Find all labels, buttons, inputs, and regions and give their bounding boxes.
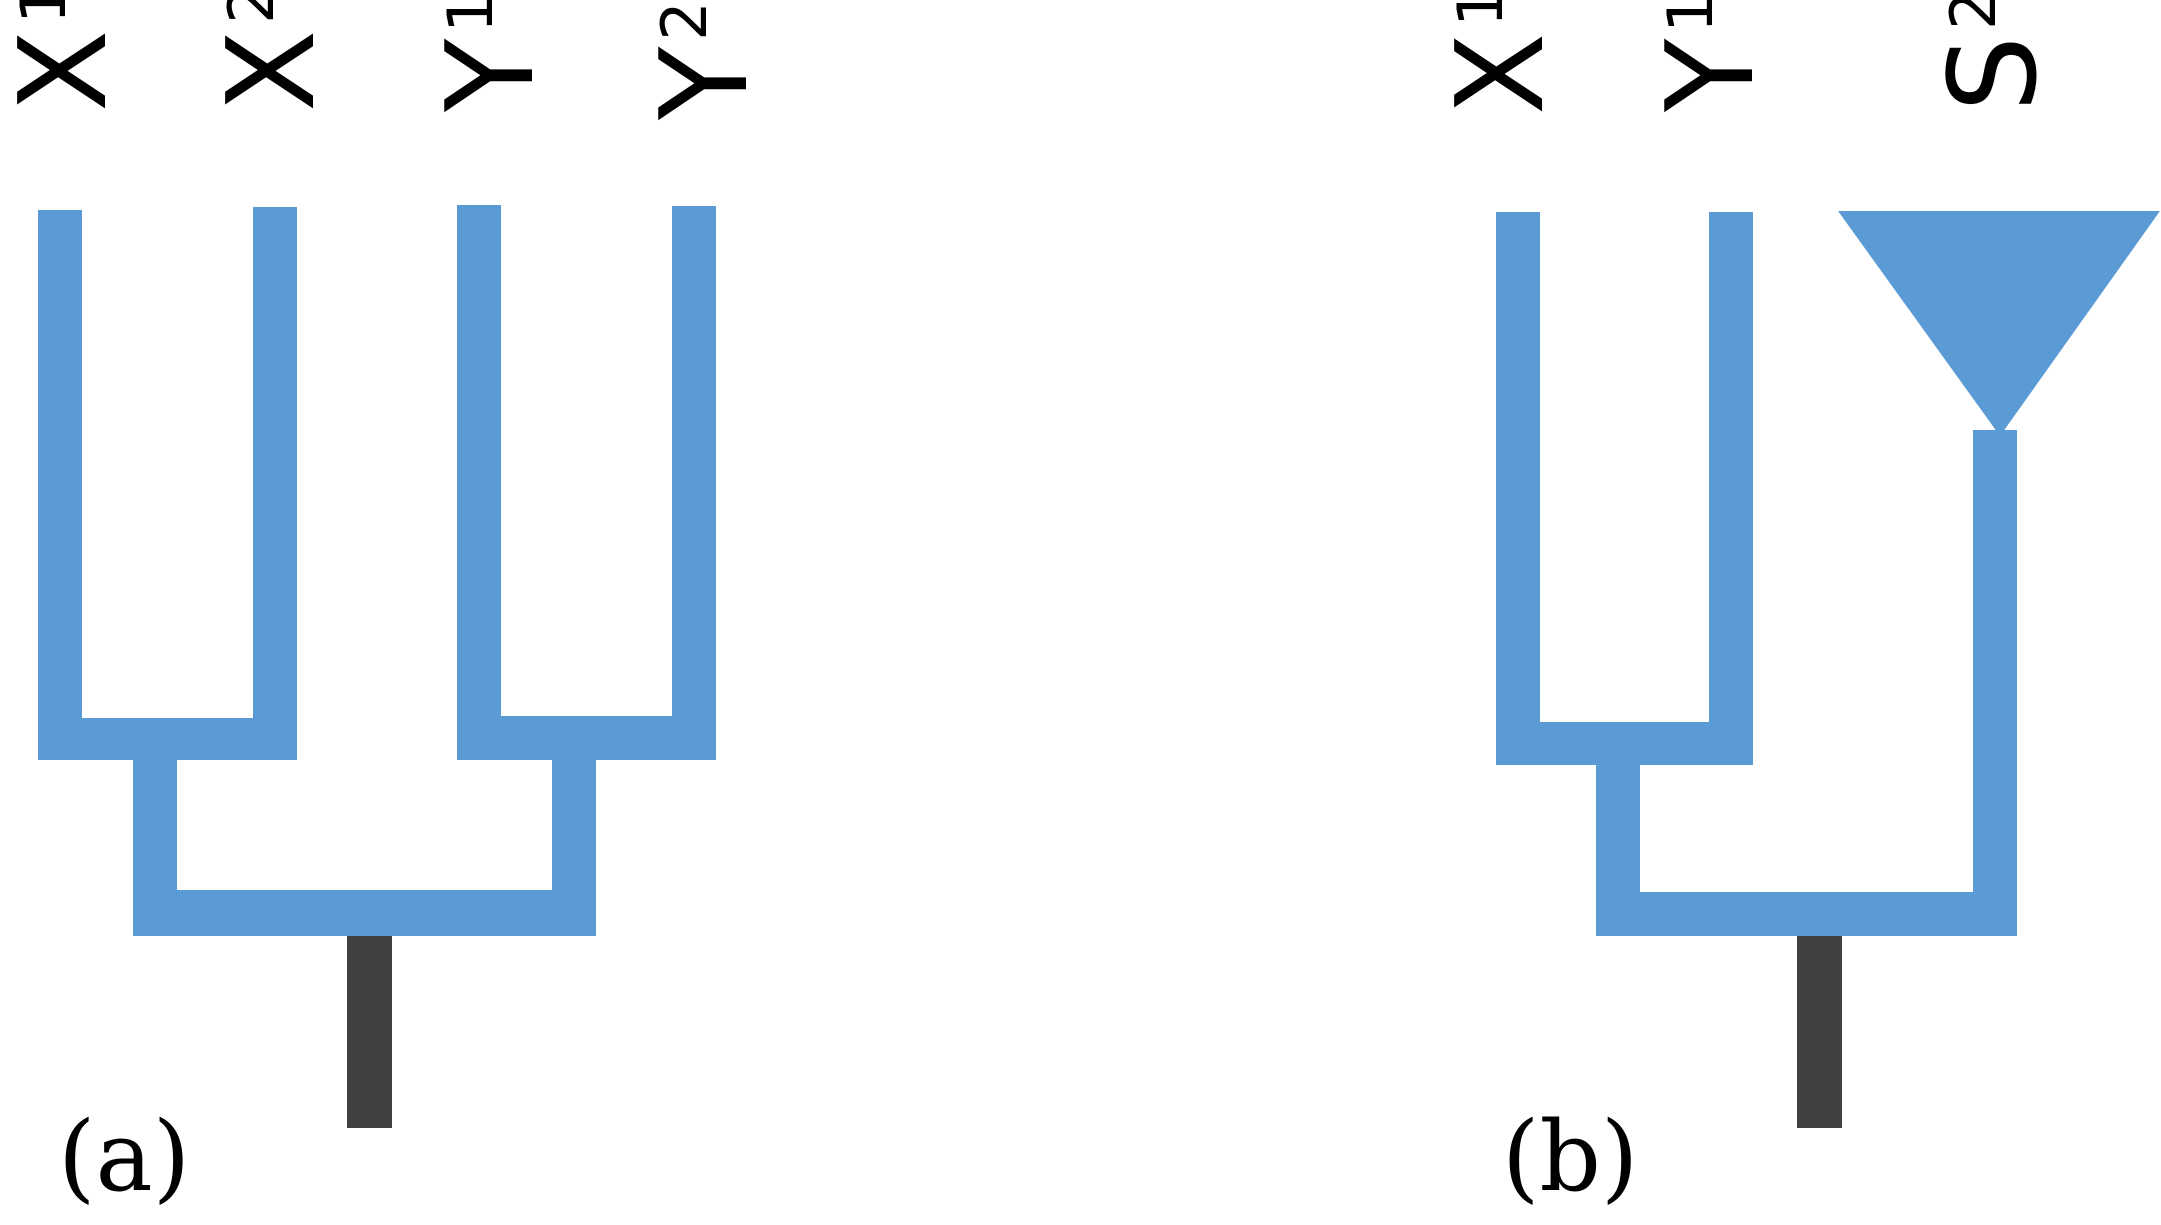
leaf-label-sub: 1 bbox=[1654, 0, 1727, 33]
leaf-label-a-3: Y1 bbox=[422, 0, 561, 113]
leaf-label-sub: 1 bbox=[434, 0, 507, 33]
leaf-label-base: S bbox=[1925, 36, 2064, 112]
root-stem-b bbox=[1797, 936, 1842, 1128]
panel-label-b: (b) bbox=[1502, 1101, 1638, 1213]
panel-a: X1 X2 Y1 Y2 (a) bbox=[0, 0, 775, 1213]
root-stem-a bbox=[347, 936, 392, 1128]
leaf-label-base: Y bbox=[1642, 38, 1781, 113]
leaf-label-sub: 1 bbox=[1444, 0, 1517, 27]
leaf-label-sub: 2 bbox=[215, 0, 288, 24]
leaf-label-b-2: Y1 bbox=[1642, 0, 1781, 113]
leaf-label-base: X bbox=[1432, 33, 1571, 115]
branch-clade-x1-x2 bbox=[38, 207, 297, 760]
leaf-label-b-3: S2 bbox=[1925, 0, 2064, 112]
branch-root-connector-a bbox=[133, 758, 596, 936]
leaf-label-base: X bbox=[0, 30, 134, 112]
leaf-label-sub: 2 bbox=[1937, 0, 2010, 30]
leaf-label-a-1: X1 bbox=[0, 0, 134, 112]
leaf-label-base: Y bbox=[422, 38, 561, 113]
leaf-label-sub: 2 bbox=[648, 1, 721, 40]
branch-clade-x1-y1 bbox=[1496, 212, 1753, 765]
leaf-label-a-4: Y2 bbox=[636, 1, 775, 121]
branch-root-connector-b bbox=[1596, 430, 2017, 936]
leaf-label-a-2: X2 bbox=[203, 0, 342, 112]
branch-clade-y1-y2 bbox=[457, 205, 716, 760]
leaf-label-sub: 1 bbox=[7, 0, 80, 24]
leaf-label-base: Y bbox=[636, 46, 775, 121]
leaf-label-b-1: X1 bbox=[1432, 0, 1571, 115]
panel-label-a: (a) bbox=[58, 1101, 190, 1213]
panel-b: X1 Y1 S2 (b) bbox=[1432, 0, 2160, 1213]
triangle-icon bbox=[1838, 211, 2160, 436]
leaf-label-base: X bbox=[203, 30, 342, 112]
